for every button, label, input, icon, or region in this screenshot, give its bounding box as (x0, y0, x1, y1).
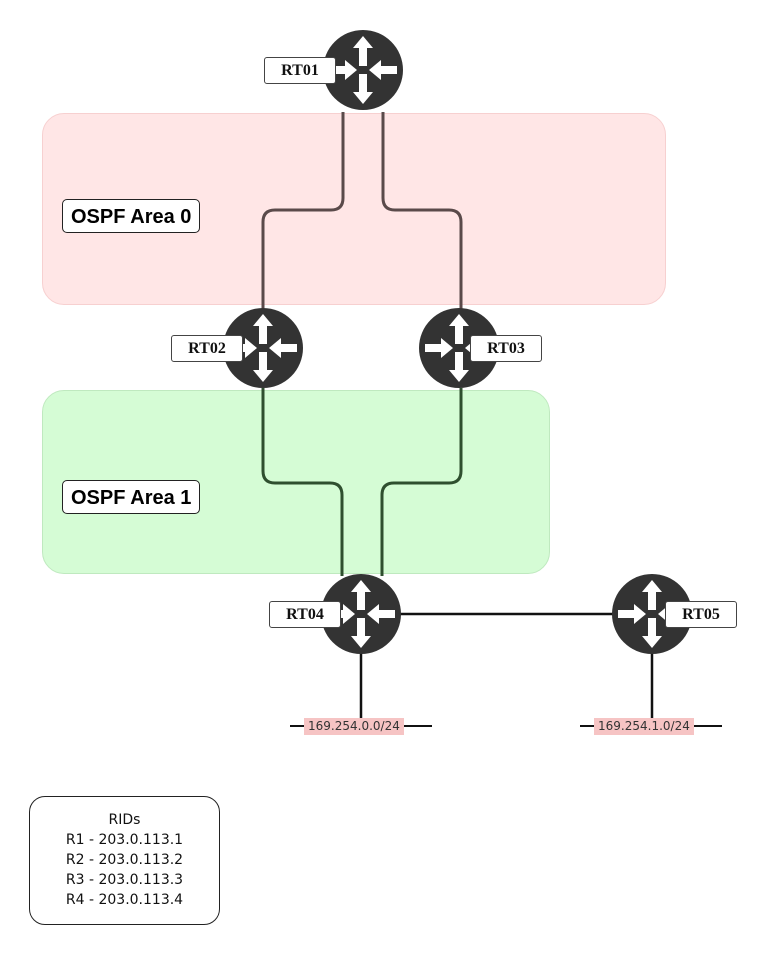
rid-item-r3: R3 - 203.0.113.3 (65, 872, 184, 888)
area-1-label: OSPF Area 1 (62, 480, 201, 514)
router-label-rt04: RT04 (269, 601, 341, 628)
link-rt01-rt03 (381, 112, 463, 310)
subnet-label-rt04: 169.254.0.0/24 (304, 718, 404, 735)
link-rt01-rt02 (261, 112, 345, 310)
rid-legend-title: RIDs (108, 812, 141, 828)
rid-legend: RIDs R1 - 203.0.113.1 R2 - 203.0.113.2 R… (29, 796, 220, 925)
link-rt02-rt04 (261, 388, 344, 576)
router-label-rt05: RT05 (665, 601, 737, 628)
area-0-label: OSPF Area 0 (62, 199, 201, 233)
router-label-rt03: RT03 (470, 335, 542, 362)
router-label-rt02: RT02 (171, 335, 243, 362)
router-label-rt01: RT01 (264, 57, 336, 84)
subnet-label-rt05: 169.254.1.0/24 (594, 718, 694, 735)
rid-item-r1: R1 - 203.0.113.1 (65, 832, 184, 848)
rid-item-r2: R2 - 203.0.113.2 (65, 852, 184, 868)
link-rt03-rt04 (380, 388, 463, 576)
rid-item-r4: R4 - 203.0.113.4 (65, 892, 184, 908)
